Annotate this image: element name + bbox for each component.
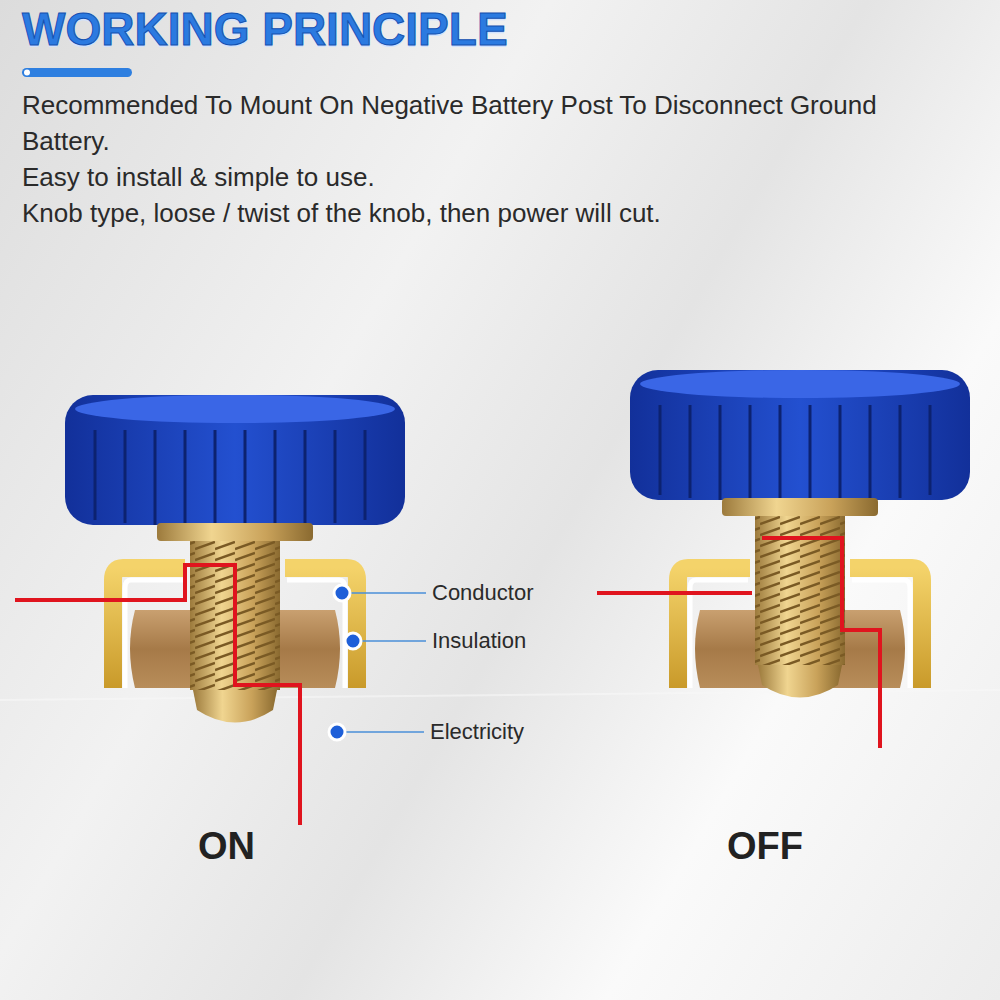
state-label: ON [198,822,255,871]
brass-screw [755,515,845,698]
blue-knob [630,370,970,516]
current-path [762,538,880,748]
heading: WORKING PRINCIPLE [22,4,508,55]
current-path [15,565,300,825]
description-text: Knob type, loose / twist of the knob, th… [22,196,922,232]
callout-label: Conductor [432,579,534,608]
description-text: Recommended To Mount On Negative Battery… [22,88,902,160]
blue-knob [65,395,405,541]
callout-leaders [329,585,426,740]
current-path [597,591,752,595]
callout-label: Electricity [430,718,524,747]
callout-label: Insulation [432,627,526,656]
description-text: Easy to install & simple to use. [22,160,922,196]
state-label: OFF [727,822,803,871]
accent-bar [22,68,132,77]
